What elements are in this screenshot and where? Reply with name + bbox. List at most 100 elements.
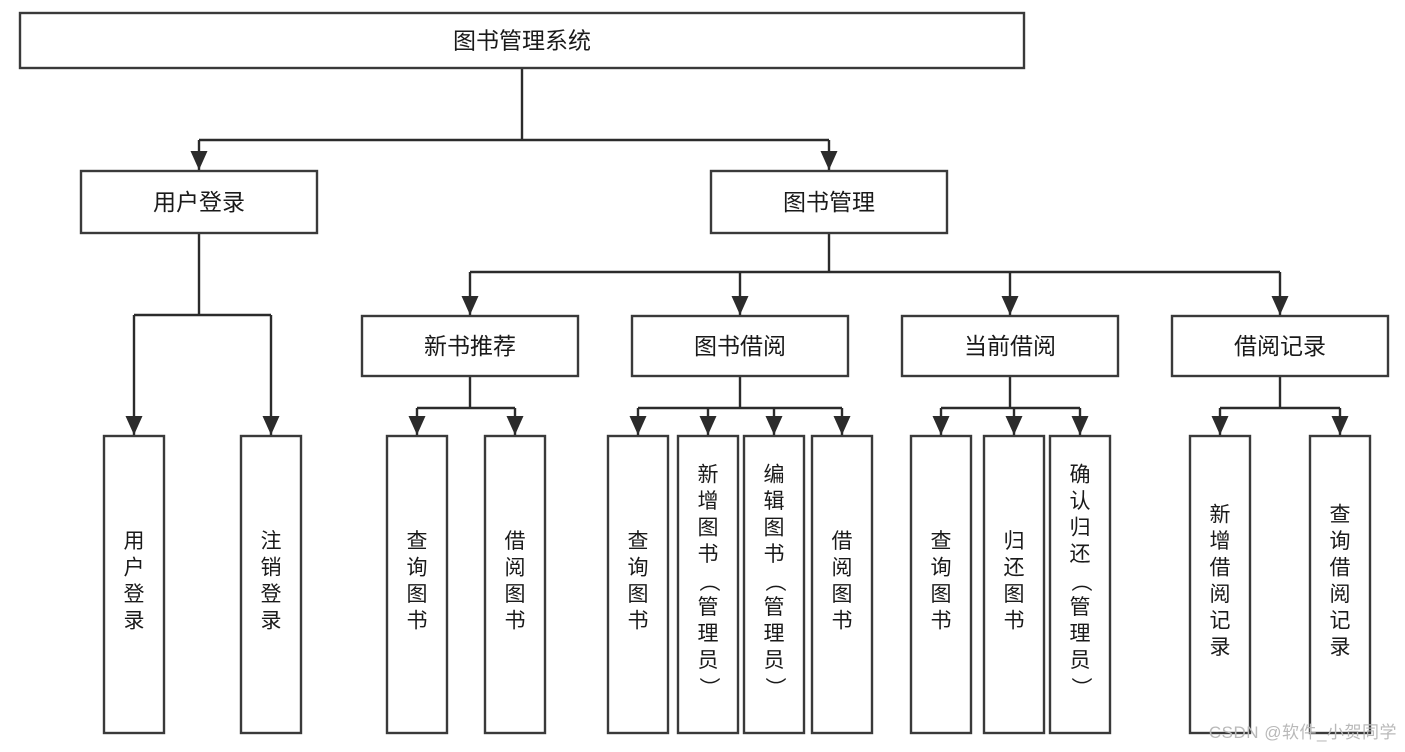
node-box[interactable] xyxy=(709,169,949,235)
node-box[interactable] xyxy=(1188,434,1252,735)
node-label-char: 管 xyxy=(698,596,719,619)
node-current-borrow[interactable]: 当前借阅 xyxy=(900,314,1120,378)
node-box[interactable] xyxy=(385,434,449,735)
node-label-char: 员 xyxy=(1070,649,1091,672)
node-user-login[interactable]: 用户登录 xyxy=(79,169,319,235)
node-label-char: 图 xyxy=(764,517,785,540)
node-label-char: 阅 xyxy=(1330,583,1351,606)
node-label-char: 询 xyxy=(1330,530,1351,553)
node-box[interactable] xyxy=(1048,434,1112,735)
arrow-head-icon xyxy=(731,296,749,315)
arrow-head-icon xyxy=(1331,416,1349,435)
node-label-char: ） xyxy=(1069,677,1092,698)
watermark-text: CSDN @软件_小贺同学 xyxy=(1208,723,1397,742)
node-label: 用户登录 xyxy=(153,189,245,215)
arrow-head-icon xyxy=(699,416,717,435)
arrow-head-icon xyxy=(820,151,838,170)
node-root-root[interactable]: 图书管理系统 xyxy=(18,11,1026,70)
node-new-book-rec[interactable]: 新书推荐 xyxy=(360,314,580,378)
node-box[interactable] xyxy=(18,11,1026,70)
node-label-char: （ xyxy=(763,571,786,592)
node-box[interactable] xyxy=(1170,314,1390,378)
node-label-char: 管 xyxy=(1070,596,1091,619)
node-box[interactable] xyxy=(982,434,1046,735)
node-label-char: 登 xyxy=(261,583,282,606)
node-label-char: 图 xyxy=(1004,583,1025,606)
node-leaf-user-login[interactable]: 用户登录 xyxy=(102,434,166,735)
node-label-char: 借 xyxy=(1210,556,1231,579)
arrow-head-icon xyxy=(190,151,208,170)
node-label-char: 借 xyxy=(1330,556,1351,579)
arrow-head-icon xyxy=(1211,416,1229,435)
node-label-char: 录 xyxy=(1330,636,1351,659)
node-label-char: （ xyxy=(697,571,720,592)
node-label-char: 编 xyxy=(764,464,785,487)
node-label-char: 增 xyxy=(1210,530,1231,553)
node-label: 新书推荐 xyxy=(424,333,516,359)
node-label-char: 书 xyxy=(407,609,428,632)
node-label-char: 员 xyxy=(698,649,719,672)
arrow-head-icon xyxy=(1271,296,1289,315)
node-label-char: 书 xyxy=(764,543,785,566)
node-label: 借阅记录 xyxy=(1234,333,1326,359)
arrow-head-icon xyxy=(1071,416,1089,435)
node-label-char: 记 xyxy=(1210,609,1231,632)
node-borrow-record[interactable]: 借阅记录 xyxy=(1170,314,1390,378)
node-book-manage[interactable]: 图书管理 xyxy=(709,169,949,235)
node-box[interactable] xyxy=(79,169,319,235)
node-box[interactable] xyxy=(900,314,1120,378)
node-label-char: 查 xyxy=(628,530,649,553)
arrow-head-icon xyxy=(506,416,524,435)
node-box[interactable] xyxy=(1308,434,1372,735)
node-box[interactable] xyxy=(102,434,166,735)
node-label-char: 还 xyxy=(1004,556,1025,579)
node-box[interactable] xyxy=(676,434,740,735)
node-box[interactable] xyxy=(742,434,806,735)
node-box[interactable] xyxy=(810,434,874,735)
node-label-char: 员 xyxy=(764,649,785,672)
node-label-char: 管 xyxy=(764,596,785,619)
node-label-char: 录 xyxy=(124,609,145,632)
node-label-char: 理 xyxy=(764,623,785,646)
node-label-char: 询 xyxy=(628,556,649,579)
node-label-char: 图 xyxy=(931,583,952,606)
arrow-head-icon xyxy=(125,416,143,435)
node-label-char: 记 xyxy=(1330,609,1351,632)
node-label-char: 查 xyxy=(931,530,952,553)
node-label-char: 阅 xyxy=(832,556,853,579)
arrow-head-icon xyxy=(1005,416,1023,435)
node-label-char: 户 xyxy=(124,556,145,579)
node-box[interactable] xyxy=(630,314,850,378)
node-label-char: 图 xyxy=(407,583,428,606)
node-label-char: 理 xyxy=(1070,623,1091,646)
node-box[interactable] xyxy=(606,434,670,735)
node-book-borrow[interactable]: 图书借阅 xyxy=(630,314,850,378)
node-label-char: 归 xyxy=(1004,530,1025,553)
node-label-char: 书 xyxy=(1004,609,1025,632)
node-box[interactable] xyxy=(360,314,580,378)
node-label-char: 书 xyxy=(931,609,952,632)
connector-layer xyxy=(125,68,1349,435)
node-box[interactable] xyxy=(239,434,303,735)
node-label-char: 还 xyxy=(1070,543,1091,566)
node-box[interactable] xyxy=(909,434,973,735)
arrow-head-icon xyxy=(1001,296,1019,315)
node-label-char: 图 xyxy=(832,583,853,606)
node-label-char: 录 xyxy=(261,609,282,632)
node-box[interactable] xyxy=(483,434,547,735)
node-label: 图书管理系统 xyxy=(453,28,591,54)
